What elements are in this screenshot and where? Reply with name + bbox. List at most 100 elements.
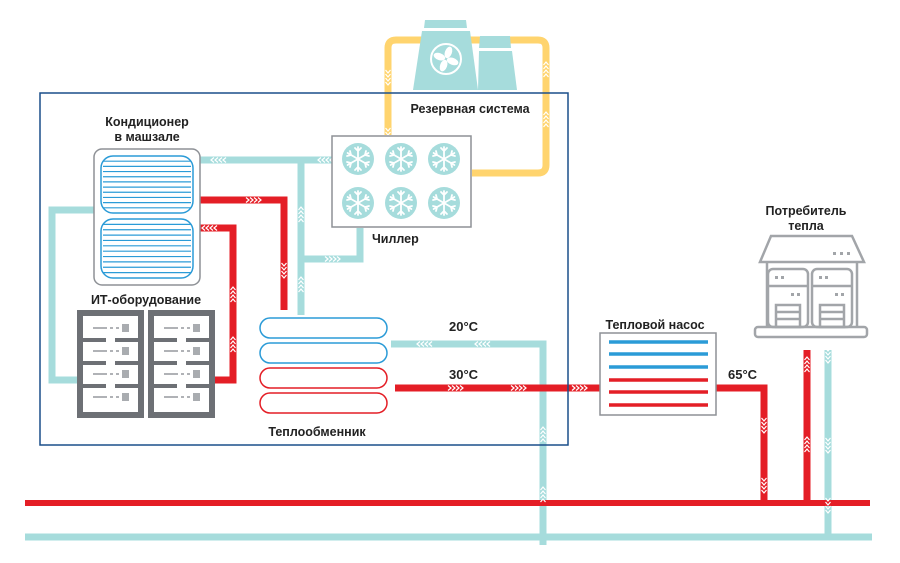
flow-chevron — [451, 385, 456, 391]
flow-chevron — [804, 368, 810, 373]
flow-chevron — [825, 505, 831, 510]
flow-chevron — [825, 501, 831, 506]
flow-chevron — [583, 385, 588, 391]
heat-pump-label: Тепловой насос — [605, 318, 704, 332]
hot-pipe-ac-to-exchanger — [198, 196, 288, 310]
flow-chevron — [543, 119, 549, 124]
flow-chevron — [281, 262, 287, 267]
flow-chevron — [804, 440, 810, 445]
flow-chevron — [281, 274, 287, 279]
flow-chevron — [543, 65, 549, 70]
flow-chevron — [825, 437, 831, 442]
flow-chevron — [298, 284, 304, 289]
flow-chevron — [230, 348, 236, 353]
flow-chevron — [424, 341, 429, 347]
flow-chevron — [385, 69, 391, 74]
flow-chevron — [804, 436, 810, 441]
flow-chevron — [332, 256, 337, 262]
flow-chevron — [455, 385, 460, 391]
flow-chevron — [474, 341, 479, 347]
server-unit — [157, 388, 205, 406]
air-conditioner-label-line1: Кондиционер — [105, 115, 189, 129]
flow-chevron — [328, 256, 333, 262]
flow-chevron — [761, 421, 767, 426]
flow-chevron — [298, 210, 304, 215]
air-conditioner-label-line2: в машзале — [114, 130, 179, 144]
flow-chevron — [245, 197, 250, 203]
it-equipment-label: ИТ-оборудование — [91, 293, 201, 307]
flow-chevron — [761, 425, 767, 430]
flow-chevron — [518, 385, 523, 391]
flow-chevron — [543, 69, 549, 74]
ac-coil-top — [100, 155, 194, 214]
flow-chevron — [317, 157, 322, 163]
flow-chevron — [804, 364, 810, 369]
flow-chevron — [571, 385, 576, 391]
heat-exchanger-label: Теплообменник — [268, 425, 366, 439]
it-equipment: ИТ-оборудование — [77, 293, 215, 418]
server-unit — [157, 365, 205, 383]
flow-chevron — [230, 340, 236, 345]
flow-chevron — [543, 115, 549, 120]
fan-icon — [430, 43, 462, 75]
chiller-label: Чиллер — [372, 232, 419, 246]
server-unit — [86, 365, 134, 383]
flow-chevron — [385, 127, 391, 132]
hot-pipe-it-to-ac — [198, 224, 237, 384]
temperature-65c: 65°C — [728, 367, 758, 382]
flow-chevron — [761, 477, 767, 482]
cold-pipe-20c — [391, 340, 547, 545]
flow-chevron — [230, 286, 236, 291]
flow-chevron — [385, 73, 391, 78]
flow-chevron — [825, 351, 831, 356]
cold-pipe-chiller-branch — [301, 228, 364, 263]
flow-chevron — [298, 214, 304, 219]
ac-coil-bottom — [100, 218, 194, 279]
flow-chevron — [298, 280, 304, 285]
flow-chevron — [230, 336, 236, 341]
flow-chevron — [825, 441, 831, 446]
flow-chevron — [486, 341, 491, 347]
flow-chevron — [825, 449, 831, 454]
flow-chevron — [222, 157, 227, 163]
server-unit — [86, 388, 134, 406]
flow-chevron — [298, 206, 304, 211]
flow-chevron — [210, 157, 215, 163]
flow-chevron — [540, 486, 546, 491]
flow-chevron — [385, 77, 391, 82]
flow-chevron — [804, 360, 810, 365]
flow-chevron — [540, 426, 546, 431]
flow-chevron — [540, 434, 546, 439]
flow-chevron — [230, 290, 236, 295]
flow-chevron — [230, 344, 236, 349]
heat-pump: Тепловой насос — [599, 318, 717, 416]
flow-chevron — [325, 157, 330, 163]
temperature-20c: 20°C — [449, 319, 479, 334]
flow-chevron — [253, 197, 258, 203]
flow-chevron — [478, 341, 483, 347]
hot-pipe-65c — [714, 384, 768, 503]
flow-chevron — [543, 61, 549, 66]
flow-chevron — [825, 497, 831, 502]
flow-chevron — [459, 385, 464, 391]
server-unit — [86, 342, 134, 360]
flow-chevron — [761, 429, 767, 434]
flow-chevron — [230, 298, 236, 303]
flow-chevron — [540, 494, 546, 499]
flow-chevron — [218, 157, 223, 163]
flow-chevron — [761, 489, 767, 494]
flow-chevron — [336, 256, 341, 262]
flow-chevron — [761, 417, 767, 422]
flow-chevron — [579, 385, 584, 391]
flow-chevron — [385, 81, 391, 86]
building-icon — [753, 234, 869, 339]
heat-exchanger: Теплообменник — [259, 317, 388, 439]
flow-chevron — [761, 485, 767, 490]
flow-chevron — [209, 225, 214, 231]
flow-chevron — [298, 288, 304, 293]
reserve-system-label: Резервная система — [410, 102, 530, 116]
data-center-boundary — [39, 92, 569, 446]
consumer-label-line1: Потребитель — [766, 204, 847, 218]
chiller: Чиллер — [331, 135, 472, 246]
